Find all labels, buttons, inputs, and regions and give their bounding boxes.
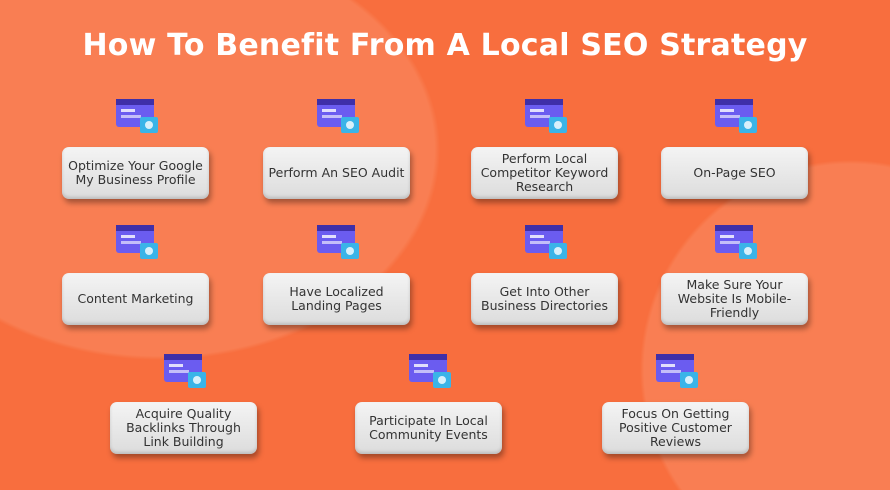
content-marketing-icon [112, 221, 162, 263]
strategy-label: On-Page SEO [693, 165, 776, 180]
strategy-label: Acquire Quality Backlinks Through Link B… [126, 406, 241, 449]
strategy-label: Make Sure Your Website Is Mobile-Friendl… [677, 277, 792, 320]
strategy-label: Have Localized Landing Pages [289, 284, 384, 313]
strategy-card: Perform Local Competitor Keyword Researc… [471, 147, 618, 199]
link-building-icon [160, 350, 210, 392]
landing-page-icon [313, 221, 363, 263]
seo-analytics-icon [313, 95, 363, 137]
community-network-icon [405, 350, 455, 392]
strategy-label: Perform An SEO Audit [268, 165, 405, 180]
strategy-card: Perform An SEO Audit [263, 147, 410, 199]
strategy-card: On-Page SEO [661, 147, 808, 199]
mobile-phone-icon [711, 221, 761, 263]
strategy-label: Focus On Getting Positive Customer Revie… [619, 406, 732, 449]
strategy-label: Optimize Your Google My Business Profile [68, 158, 203, 187]
strategy-label: Content Marketing [77, 291, 194, 306]
megaphone-icon [521, 221, 571, 263]
strategy-label: Get Into Other Business Directories [481, 284, 608, 313]
strategy-card: Content Marketing [62, 273, 209, 325]
strategy-label: Participate In Local Community Events [369, 413, 488, 442]
strategy-card: Get Into Other Business Directories [471, 273, 618, 325]
strategy-card: Acquire Quality Backlinks Through Link B… [110, 402, 257, 454]
page-title: How To Benefit From A Local SEO Strategy [82, 28, 808, 63]
webpage-settings-icon [711, 95, 761, 137]
strategy-card: Optimize Your Google My Business Profile [62, 147, 209, 199]
strategy-card: Make Sure Your Website Is Mobile-Friendl… [661, 273, 808, 325]
strategy-card: Have Localized Landing Pages [263, 273, 410, 325]
review-clipboard-icon [652, 350, 702, 392]
ads-video-icon [112, 95, 162, 137]
strategy-card: Participate In Local Community Events [355, 402, 502, 454]
strategy-card: Focus On Getting Positive Customer Revie… [602, 402, 749, 454]
keyword-research-icon [521, 95, 571, 137]
strategy-label: Perform Local Competitor Keyword Researc… [480, 151, 609, 194]
